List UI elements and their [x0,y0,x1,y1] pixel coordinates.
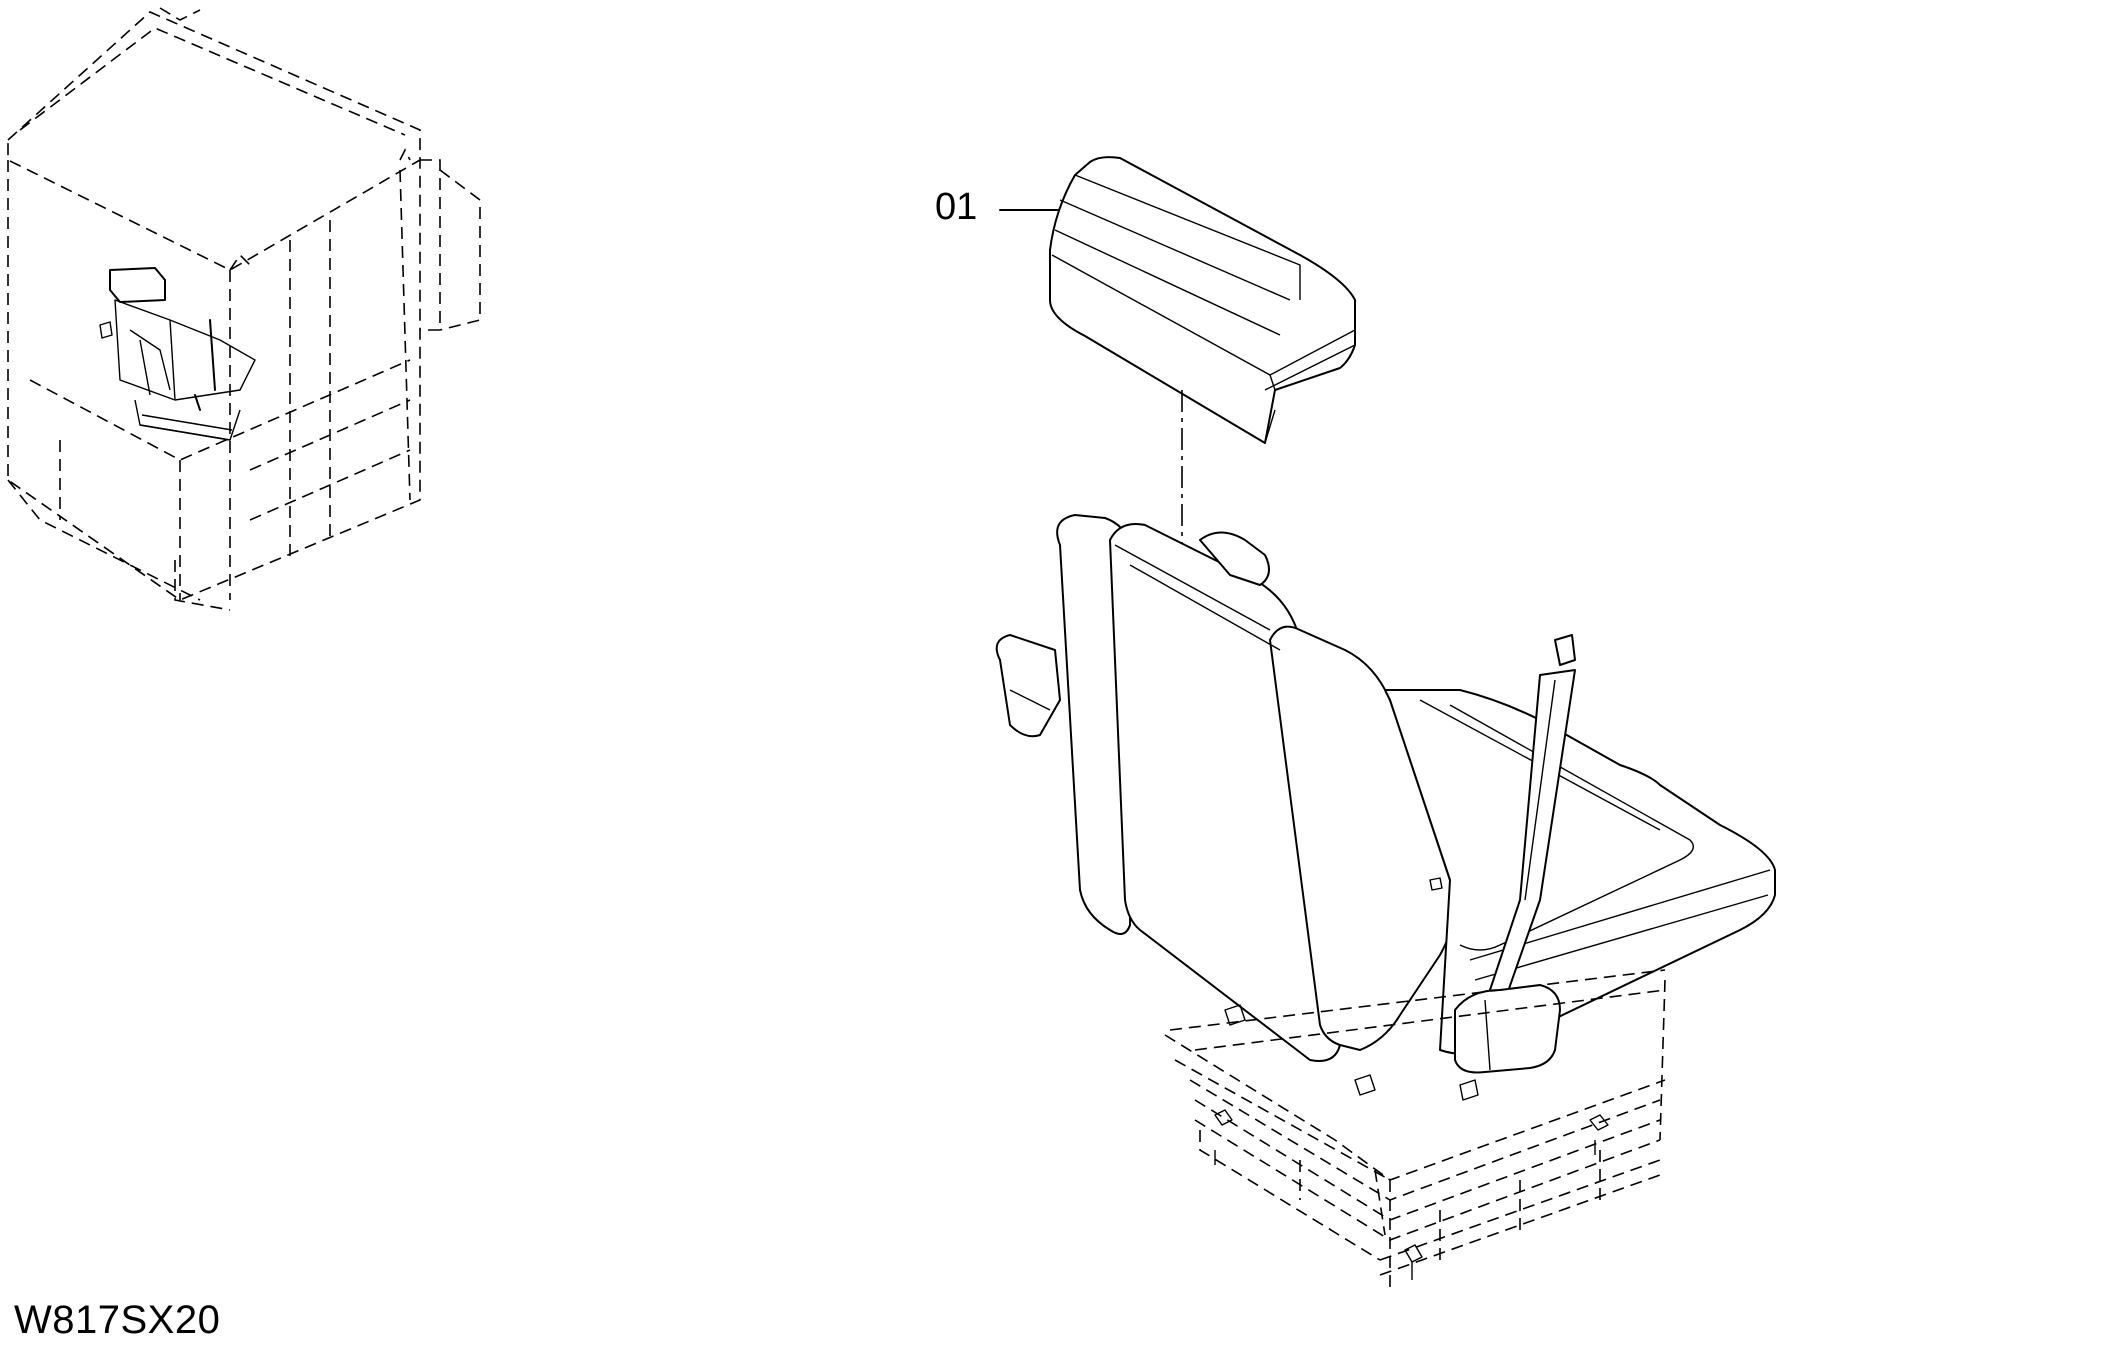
operator-seat [995,514,1776,1290]
seat-suspension [1164,877,1666,1290]
seat-belt [1454,634,1576,1074]
cab-overview [7,7,481,611]
drawing-code: W817SX20 [14,1298,221,1342]
headrest-part-01 [1049,156,1356,444]
cab-seat-thumbnail [99,267,256,441]
callout-label-01: 01 [935,186,978,228]
